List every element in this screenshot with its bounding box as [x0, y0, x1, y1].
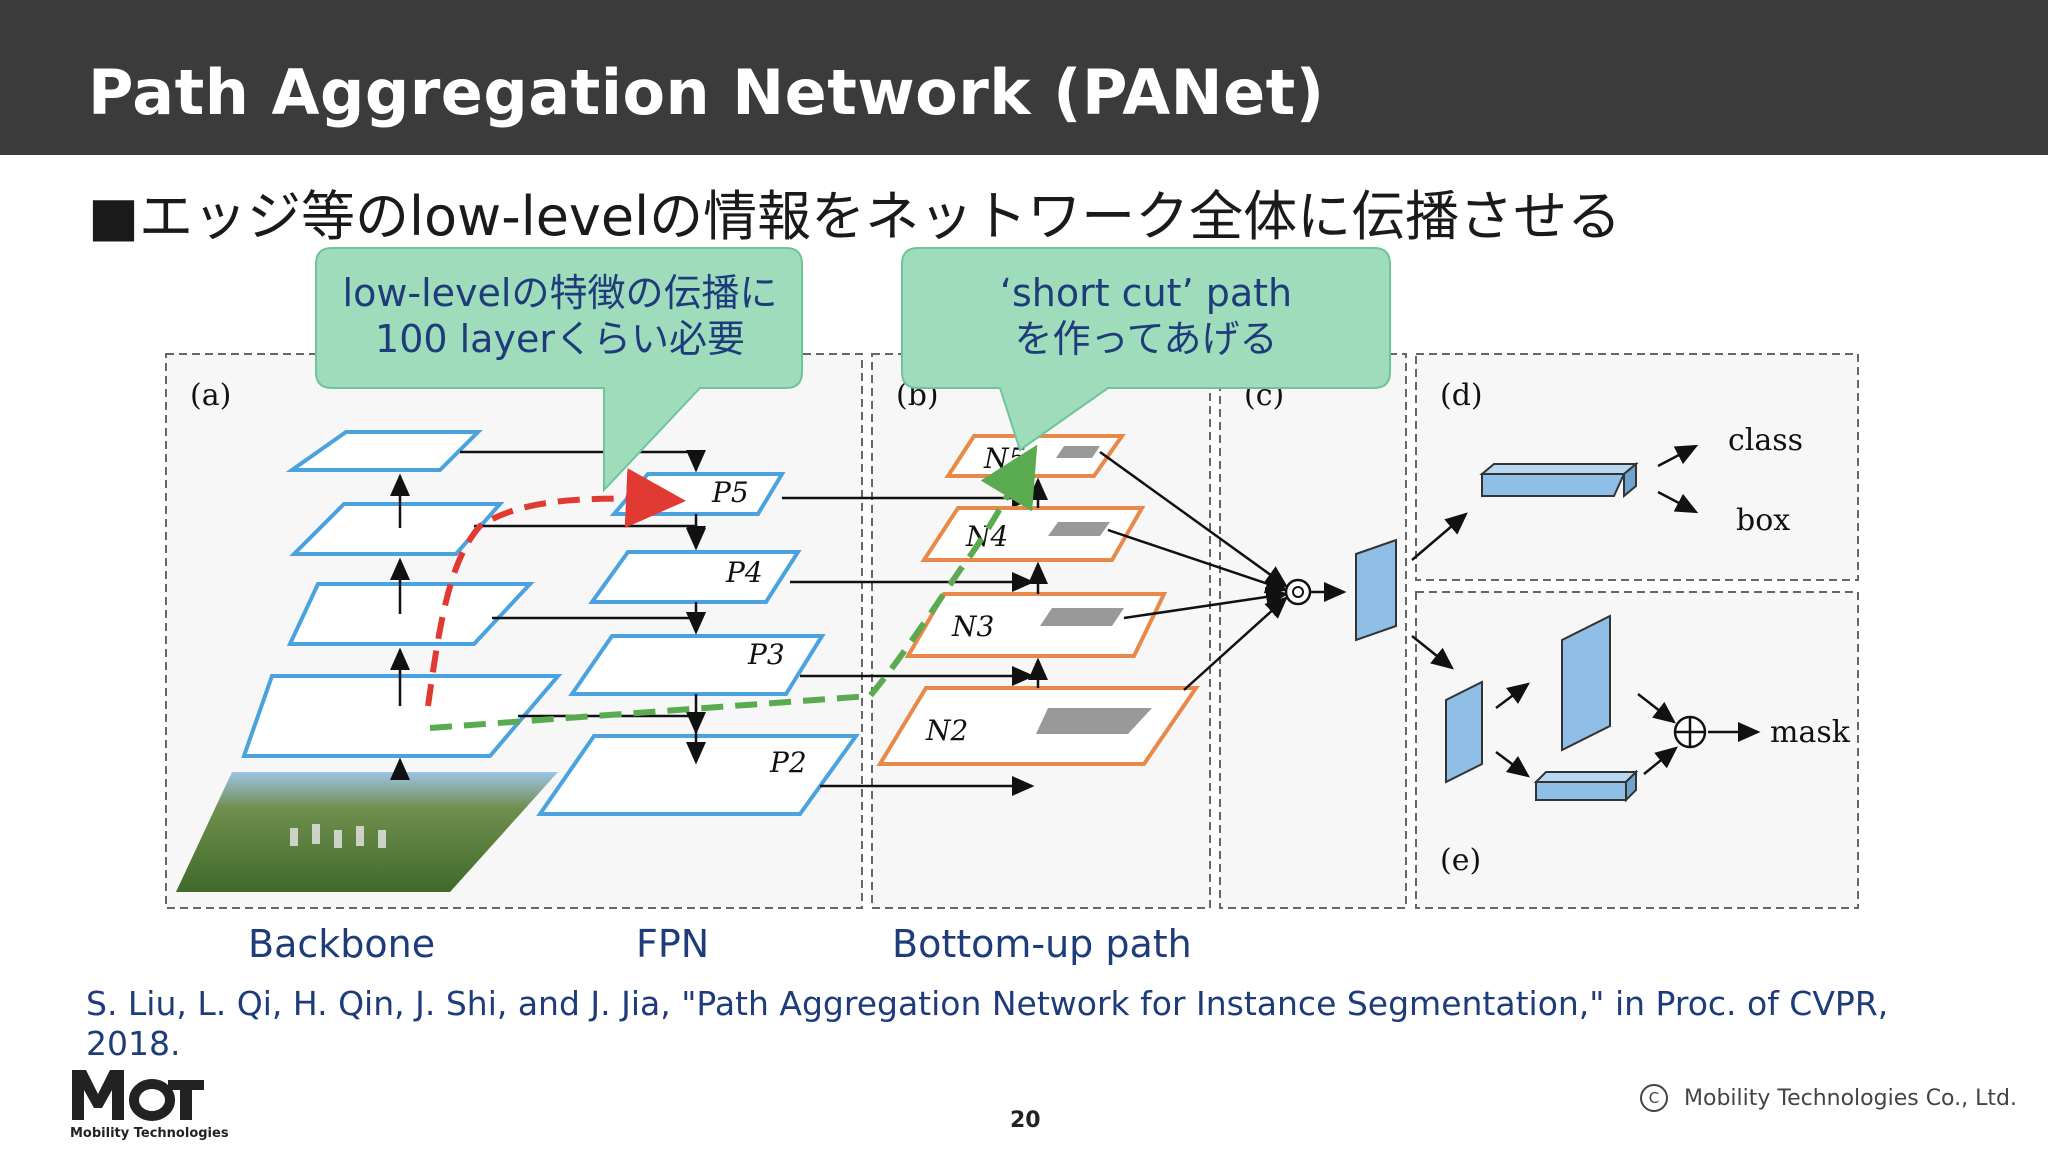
bottom-up-layer-n3 [904, 592, 1168, 658]
callout-1-line1: low-levelの特徴の伝播に [342, 271, 778, 315]
slide-title: Path Aggregation Network (PANet) [88, 56, 1325, 129]
backbone-layer-4 [285, 430, 483, 472]
fpn-label-p2: P2 [769, 746, 807, 779]
bottom-up-layer-n4 [920, 506, 1146, 562]
fpn-layer-p3 [568, 634, 826, 696]
title-bar [0, 0, 2048, 155]
mask-fc-block [1535, 781, 1627, 801]
callout-1-line2: 100 layerくらい必要 [375, 317, 745, 361]
panel-e-box [1415, 591, 1859, 909]
fpn-label-p5: P5 [711, 476, 749, 509]
bottom-up-label-n2: N2 [925, 714, 968, 747]
callout-2-line1: ‘short cut’ path [999, 271, 1293, 315]
mot-logo [72, 1070, 204, 1121]
copyright-text: Mobility Technologies Co., Ltd. [1684, 1085, 2017, 1111]
roi-feature-block [1355, 538, 1397, 642]
panel-label-e: (e) [1440, 843, 1481, 878]
fpn-label-p3: P3 [747, 638, 785, 671]
output-mask-label: mask [1770, 715, 1851, 750]
callout-1-text: low-levelの特徴の伝播に 100 layerくらい必要 [320, 270, 800, 362]
copyright-icon: C [1640, 1084, 1668, 1112]
input-image [176, 772, 558, 892]
output-box-label: box [1736, 503, 1790, 538]
logo-caption: Mobility Technologies [70, 1126, 229, 1141]
red-dashed-path [425, 468, 686, 707]
fusion-node [1284, 578, 1312, 606]
fpn-label-p4: P4 [725, 556, 763, 589]
panel-label-d: (d) [1440, 378, 1483, 413]
fpn-layer-p2 [536, 734, 860, 816]
bottom-up-label-n3: N3 [951, 610, 994, 643]
fc-block [1481, 473, 1626, 497]
bottom-up-label-n4: N4 [965, 520, 1008, 553]
output-class-label: class [1728, 423, 1803, 458]
label-backbone: Backbone [248, 922, 436, 966]
page-number: 20 [1010, 1108, 1041, 1133]
mask-conv-block-2 [1561, 614, 1611, 752]
copyright: C Mobility Technologies Co., Ltd. [1640, 1084, 2017, 1112]
callout-bubble-1 [315, 247, 803, 493]
fpn-layer-p4 [588, 550, 802, 604]
label-fpn: FPN [636, 922, 710, 966]
mask-conv-block-1 [1445, 680, 1483, 784]
backbone-layer-1 [241, 674, 563, 758]
bottom-up-layer-n5 [944, 434, 1126, 478]
panel-label-a: (a) [190, 378, 231, 413]
green-dashed-path [429, 444, 1038, 731]
citation: S. Liu, L. Qi, H. Qin, J. Shi, and J. Ji… [86, 984, 1889, 1063]
backbone-layer-3 [289, 502, 505, 556]
label-bottom-up-path: Bottom-up path [892, 922, 1192, 966]
backbone-layer-2 [286, 582, 535, 646]
bullet-point: ■エッジ等のlow-levelの情報をネットワーク全体に伝播させる [88, 185, 1622, 248]
callout-2-text: ‘short cut’ path を作ってあげる [906, 270, 1386, 362]
bottom-up-layer-n2 [876, 686, 1200, 766]
callout-bubble-2 [901, 247, 1391, 452]
callout-2-line2: を作ってあげる [1014, 317, 1278, 361]
